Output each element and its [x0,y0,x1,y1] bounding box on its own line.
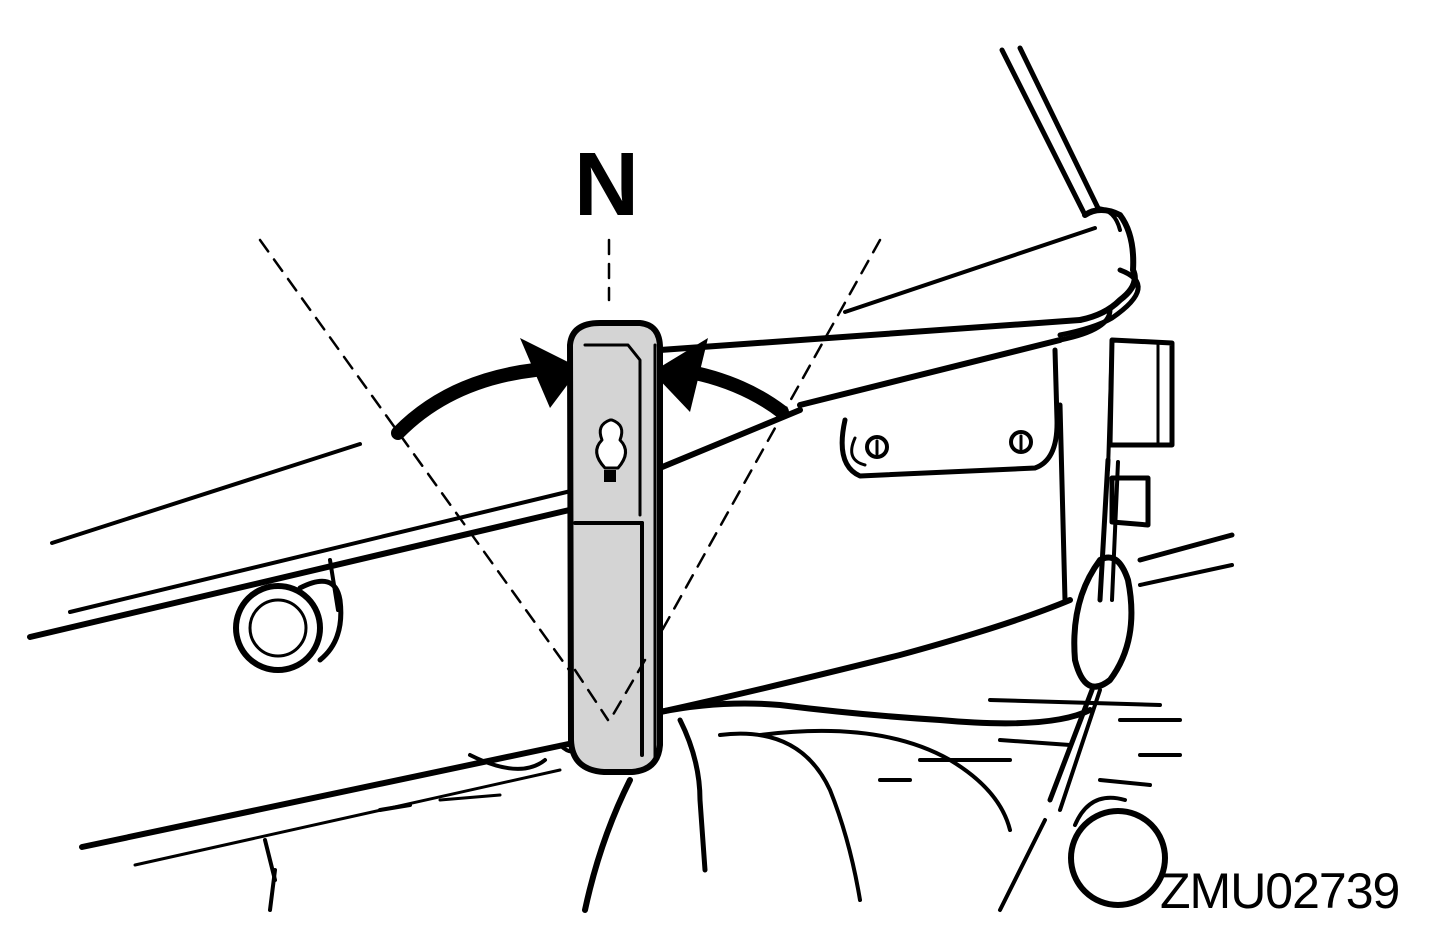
figure-code-label: ZMU02739 [1160,863,1400,919]
arrow-left-head [520,338,580,408]
cord-knob [1068,795,1168,908]
bolt-left [865,435,889,459]
engine-cowling [657,45,1141,408]
neutral-position-label: N [574,135,639,235]
guide-lines-over-lever [573,658,647,722]
shift-lever [567,320,663,775]
tiller-base [263,698,1182,913]
mounting-bracket [839,347,1060,479]
arrow-heads [520,338,708,412]
arrow-left-curve [391,363,542,440]
lanyard-cord [998,457,1135,912]
lever-keyhole-icon [595,418,627,482]
guide-line-left [258,238,607,722]
hull-outline [27,402,1235,867]
arrow-right-head [652,338,708,412]
bolt-right [1009,430,1033,454]
side-knob [233,558,344,673]
side-clips [1106,337,1175,528]
